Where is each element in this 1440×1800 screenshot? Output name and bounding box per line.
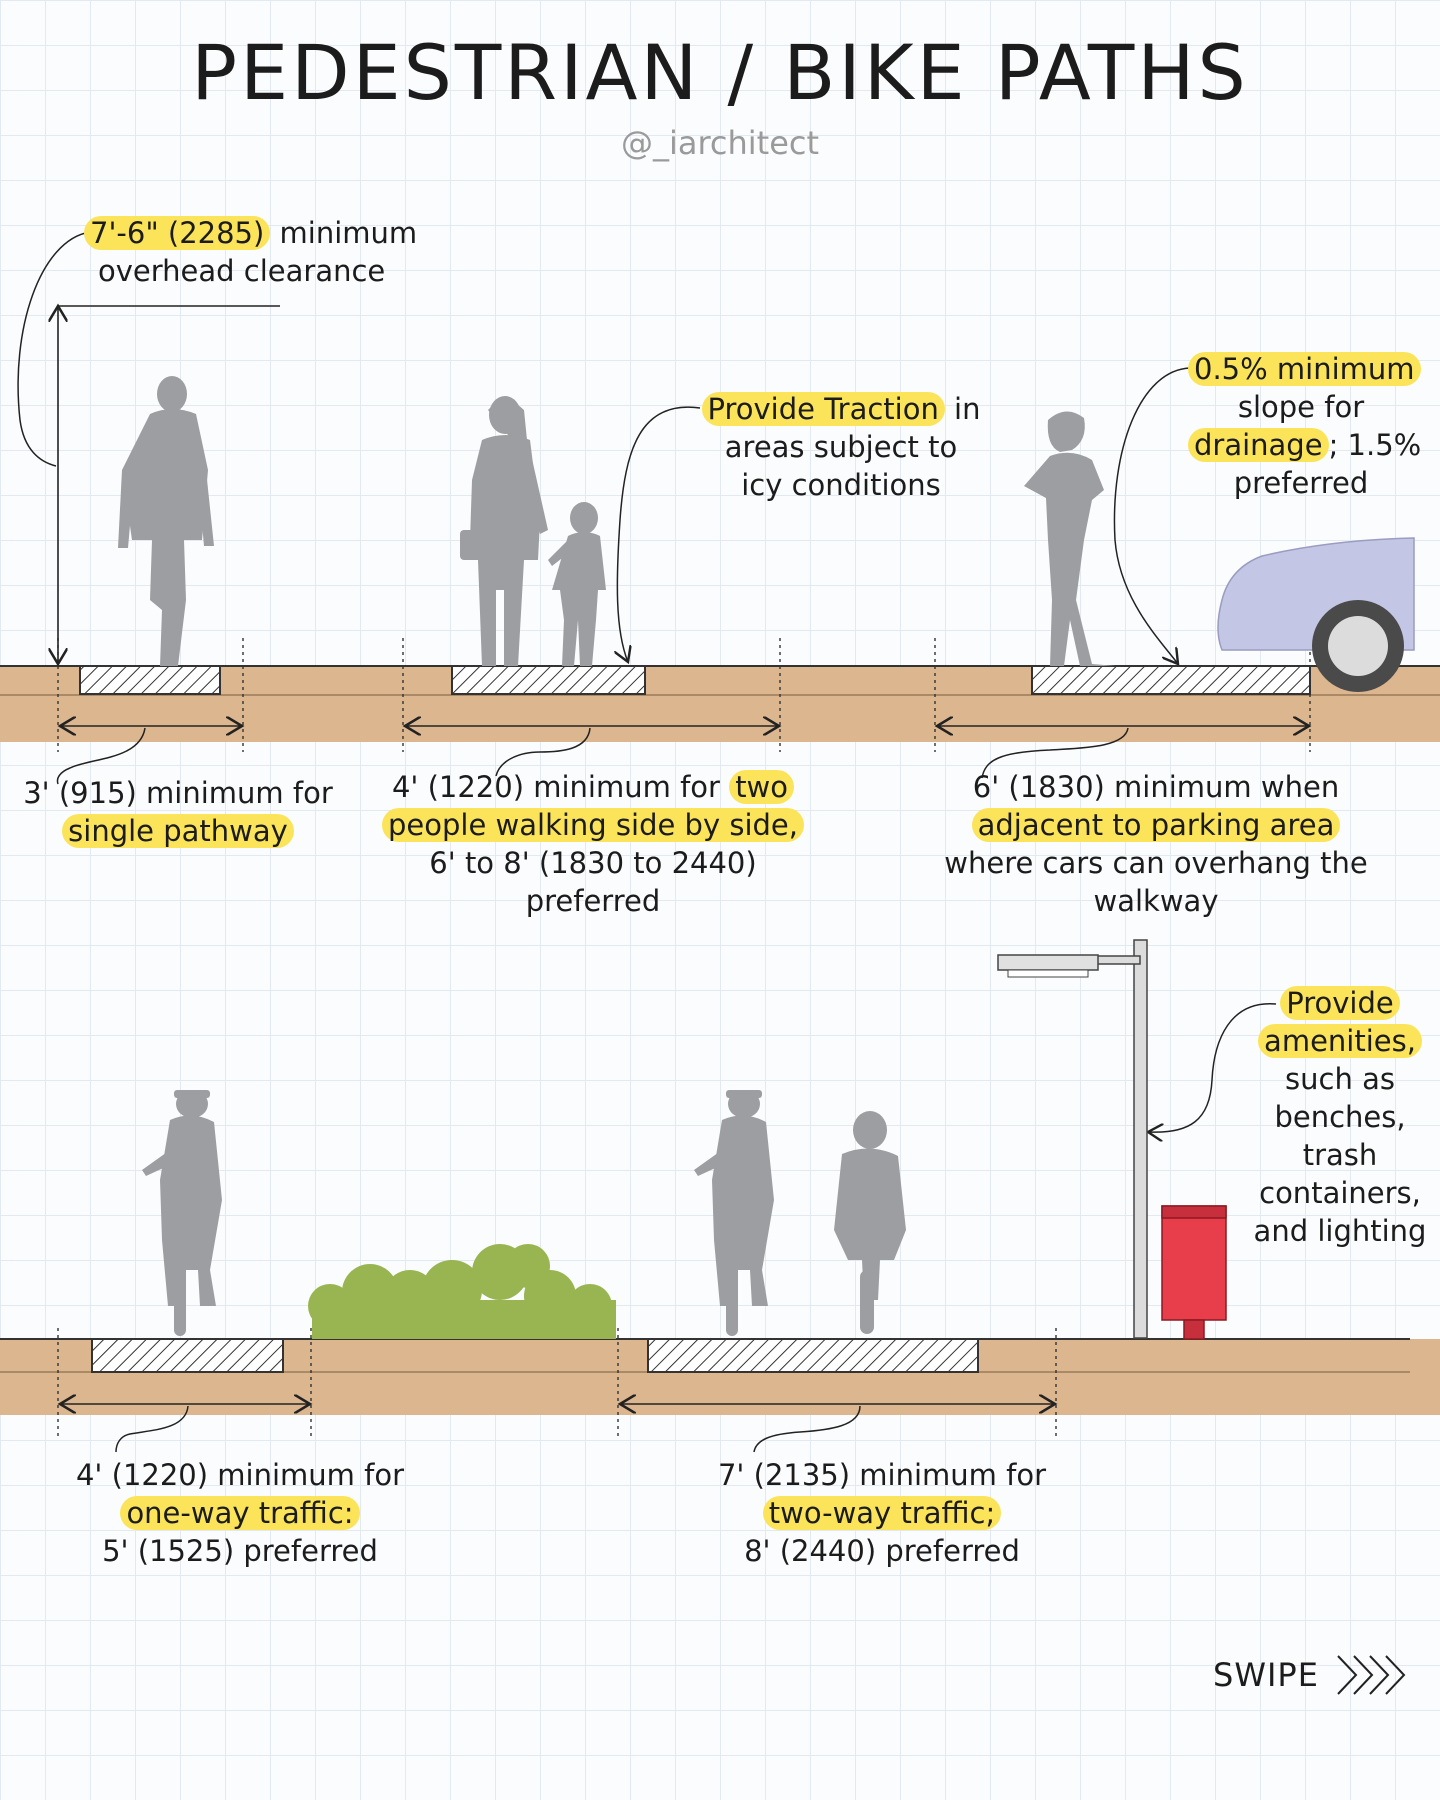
highlight-side-by-side: people walking side by side, <box>382 808 804 842</box>
note-two-people: 4' (1220) minimum for two people walking… <box>370 768 816 920</box>
highlight-clearance: 7'-6" (2285) <box>84 216 271 250</box>
highlight-parking: adjacent to parking area <box>971 808 1341 842</box>
author-handle: @_iarchitect <box>620 124 820 162</box>
note-two-way-traffic: 7' (2135) minimum for two-way traffic; 8… <box>717 1458 1046 1568</box>
pedestrian-silhouette-man <box>118 376 214 666</box>
note-traction: Provide Traction in areas subject to icy… <box>696 390 986 504</box>
pavement-two-people <box>451 665 646 695</box>
note-amenities: Provide amenities, such as benches, tras… <box>1253 986 1427 1248</box>
highlight-provide: Provide <box>1280 986 1400 1020</box>
pedestrian-silhouette-woman <box>460 396 548 666</box>
chevrons-right-icon[interactable] <box>1334 1652 1414 1698</box>
page-title: PEDESTRIAN / BIKE PATHS <box>191 28 1249 117</box>
highlight-two: two <box>729 770 795 804</box>
street-light <box>997 939 1148 1339</box>
extent-lines-top <box>57 638 1311 752</box>
shrub <box>308 1244 616 1339</box>
note-single-pathway: 3' (915) minimum for single pathway <box>23 776 333 848</box>
cyclist-silhouette-front <box>694 1090 774 1336</box>
note-overhead-clearance: 7'-6" (2285) minimum overhead clearance <box>84 214 417 290</box>
pavement-two-way <box>647 1338 979 1373</box>
note-parking-area: 6' (1830) minimum when adjacent to parki… <box>944 770 1368 918</box>
parked-car <box>1217 537 1415 692</box>
note-one-way-traffic: 4' (1220) minimum for one-way traffic: 5… <box>75 1458 404 1568</box>
highlight-amenities: amenities, <box>1258 1024 1422 1058</box>
cyclist-silhouette-one-way <box>142 1090 222 1336</box>
highlight-drainage: drainage <box>1188 428 1329 462</box>
pavement-parking <box>1031 665 1311 695</box>
highlight-one-way: one-way traffic: <box>120 1496 360 1530</box>
leader-lines-bottom <box>115 1003 1277 1453</box>
swipe-label[interactable]: SWIPE <box>1213 1656 1319 1694</box>
note-drainage-slope: 0.5% minimum slope for drainage; 1.5% pr… <box>1188 350 1421 502</box>
pedestrian-silhouette-child <box>548 502 606 666</box>
extent-lines-bottom <box>57 1328 1057 1440</box>
leader-lines-top <box>17 231 1191 785</box>
highlight-slope: 0.5% minimum <box>1188 352 1421 386</box>
pavement-one-way <box>91 1338 284 1373</box>
highlight-two-way: two-way traffic; <box>762 1496 1002 1530</box>
cyclist-silhouette-back <box>834 1111 906 1334</box>
highlight-single-pathway: single pathway <box>62 814 294 848</box>
highlight-traction: Provide Traction <box>701 392 945 426</box>
pavement-single <box>79 665 221 695</box>
trash-container <box>1161 1205 1227 1340</box>
pedestrian-silhouette-standing-man <box>1024 411 1116 666</box>
